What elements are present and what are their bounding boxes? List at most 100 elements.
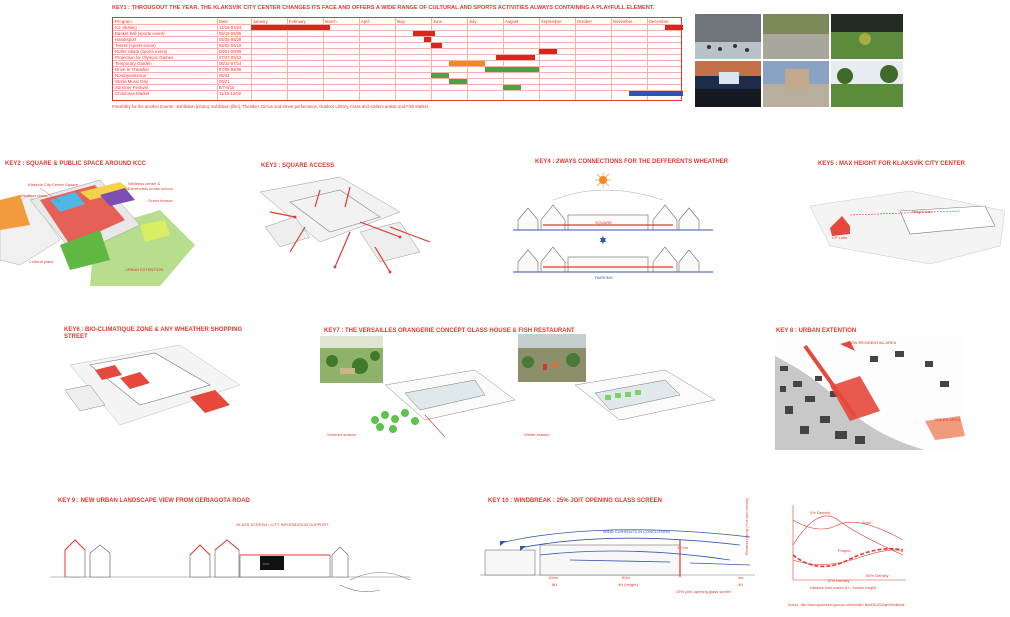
- key8-label-green: GREEN AREA: [934, 417, 961, 422]
- month-divider: [539, 18, 540, 100]
- chart-source: Source : http://www.agricultures.gouv.qc…: [788, 603, 905, 607]
- month-header: January: [253, 19, 268, 24]
- event-period-bar: [431, 43, 442, 48]
- key9-label-screen: GLASS SCREEN / CITY INFORMATION SUPPORT: [236, 522, 329, 527]
- key2-label-wellness: Wellness center & Drivehotels house scho…: [128, 181, 173, 191]
- key8-title: KEY 8 : URBAN EXTENTION: [776, 328, 857, 334]
- chart-series-3: 50% Density: [866, 573, 889, 578]
- key5-label-height: Height max: [912, 209, 933, 214]
- key7-winter-label: Winter season: [524, 432, 550, 437]
- key10-title: KEY 10 : WINDBREAK : 25% JOIT OPENING GL…: [488, 498, 662, 504]
- key7-title: KEY7 : THE VERSAILLES ORANGERIE CONCEPT …: [324, 328, 575, 334]
- month-header: September: [541, 19, 562, 24]
- event-date: 05/25-05/28: [219, 37, 242, 42]
- schedule-row: Ice Skating 12/15-03/04: [113, 24, 683, 30]
- event-date: 07/05-08/05: [219, 67, 242, 72]
- event-period-bar: [495, 55, 536, 60]
- event-name: Ice Skating: [115, 25, 137, 30]
- event-name: Temporary Garden: [115, 61, 152, 66]
- event-period-bar: [449, 79, 467, 84]
- key2-label-windows: Windows doors: [20, 193, 48, 198]
- schedule-row: Tennis (sports event)06/02-06/10: [113, 42, 681, 48]
- key9-landscape-view: KCC: [50, 539, 410, 592]
- key4-connection-diagram: [513, 172, 713, 273]
- event-name: Summer Festival: [115, 85, 148, 90]
- key7-winter-diagram: [574, 369, 716, 421]
- event-photos: [695, 14, 903, 107]
- col-program-header: Program: [115, 19, 132, 24]
- key2-label-square: Klaksvík City Center Square: [28, 182, 79, 187]
- chart-series-2: Project: [838, 548, 851, 553]
- key10-label-4h-height: 4H (height): [618, 582, 638, 587]
- month-header: April: [361, 19, 370, 24]
- key3-title: KEY3 : SQUARE ACCESS: [261, 163, 335, 169]
- event-date: 11/15-12/02: [219, 91, 242, 96]
- key10-label-screen: 25% joint opening glass screen: [676, 589, 732, 594]
- event-date: 08/01-08/05: [219, 49, 242, 54]
- event-name: Basket ball (sports event): [115, 31, 165, 36]
- schedule-row: Basket ball (sports event) 05/15-06/05: [113, 30, 681, 36]
- month-header: June: [433, 19, 443, 24]
- key4-label-parking: PARKING: [595, 275, 613, 280]
- event-date: 05/15-06/05: [219, 31, 242, 36]
- wind-velocity-chart: [792, 505, 906, 581]
- month-divider: [431, 18, 432, 100]
- key10-label-50m: 50m: [622, 575, 630, 580]
- event-period-bar: [629, 91, 683, 96]
- event-name: Handisport: [115, 37, 137, 42]
- event-date: 8/7-8/10: [219, 85, 235, 90]
- key4-title: KEY4 : 2WAYS CONNECTIONS FOR THE DEFFERE…: [535, 159, 729, 165]
- key10-label-100m: 100m: [548, 575, 559, 580]
- event-period-bar: [251, 25, 331, 30]
- schedule-row: Projection for Olympic Games 07/27-08/12: [113, 54, 681, 60]
- event-name: Roller-Skate (sports event): [115, 49, 168, 54]
- key10-label-wind: WIND CURRENTS IN CONCLUSION: [603, 529, 670, 534]
- key7-summer-label: Summer season: [327, 432, 357, 437]
- event-period-bar: [413, 31, 435, 36]
- key5-label-lorie: CP Lorie: [832, 235, 848, 240]
- key2-label-cultural: Cultural place: [29, 259, 54, 264]
- key3-access-diagram: [259, 176, 431, 274]
- key6-bioclimatic-diagram: [64, 345, 241, 426]
- event-name: Tennis (sports event): [115, 43, 156, 48]
- event-date: 12/15-03/04: [219, 25, 242, 30]
- event-period-bar: [665, 25, 683, 30]
- key10-label-height: 12.5m: [677, 545, 689, 550]
- key8-label-residential: NEW RESIDENTIAL AREA: [848, 340, 897, 345]
- key4-label-square: SQUARE: [595, 220, 612, 225]
- event-period-bar: [423, 37, 431, 42]
- date-divider: [217, 18, 218, 100]
- month-header: October: [577, 19, 592, 24]
- key5-title: KEY5 : MAX HEIGHT FOR KLAKSVÍK CITY CENT…: [818, 161, 965, 167]
- svg-text:KCC: KCC: [263, 562, 270, 566]
- event-name: Projection for Olympic Games: [115, 55, 174, 60]
- month-divider: [287, 18, 288, 100]
- month-header: July: [469, 19, 477, 24]
- month-divider: [395, 18, 396, 100]
- key10-windbreak-diagram: [480, 529, 755, 577]
- chart-series-0: 0% Density: [810, 510, 831, 515]
- month-header: August: [505, 19, 519, 24]
- month-header: November: [613, 19, 633, 24]
- key7-winter-photo: [518, 334, 586, 382]
- schedule-row: Handisport 05/25-05/28: [113, 36, 681, 42]
- key1-title: KEY1 : THROUGOUT THE YEAR, THE KLAKSVÍK …: [112, 5, 655, 11]
- chart-series-1: Solid: [862, 520, 871, 525]
- key10-label-4m: 4m: [738, 575, 744, 580]
- schedule-row: Temporary Garden 06/13-07/14: [113, 60, 681, 66]
- event-period-bar: [431, 73, 449, 78]
- month-divider: [251, 18, 252, 100]
- key7-summer-diagram: [371, 369, 516, 438]
- month-header: December: [649, 19, 669, 24]
- event-date: 06/13-07/14: [219, 61, 242, 66]
- event-period-bar: [485, 67, 539, 72]
- event-name: Nordoyarstevna: [115, 73, 146, 78]
- key2-label-urban-extension: URBAN EXTENTION: [125, 267, 164, 272]
- event-date: 07/27-08/12: [219, 55, 242, 60]
- month-divider: [323, 18, 324, 100]
- key7-summer-photo: [320, 336, 383, 383]
- month-divider: [647, 18, 648, 100]
